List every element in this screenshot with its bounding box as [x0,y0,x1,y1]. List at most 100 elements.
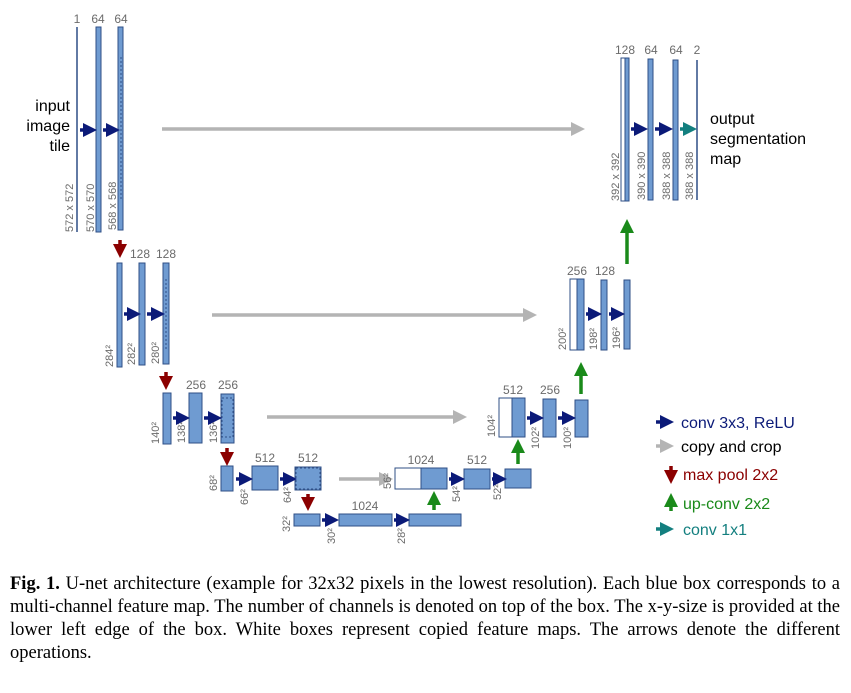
legend-conv1x1-label: conv 1x1 [683,522,747,539]
channel-label: 64 [644,43,658,57]
size-label: 68² [208,475,220,491]
feature-map-box [293,513,321,527]
feature-map-box [138,262,146,366]
feature-map-box [188,392,203,444]
channel-label: 256 [567,264,587,278]
channel-label: 128 [156,247,176,261]
size-label: 570 x 570 [85,184,97,232]
feature-map-box [624,57,630,202]
encoder-level-2: 128 128 284² 282² 280² [104,247,537,390]
channel-label: 64 [91,12,105,26]
size-label: 568 x 568 [107,182,119,230]
decoder-level-1: 128 64 64 2 392 x 392 390 x 390 388 x 38… [610,43,806,202]
channel-label: 2 [694,43,701,57]
size-label: 64² [282,487,294,503]
crop-region [295,467,321,490]
channel-label: 1 [74,12,81,26]
unet-diagram: 1 64 64 572 x 572 570 x 570 568 x 568 in… [26,12,806,544]
channel-label: 64 [669,43,683,57]
feature-map-box [576,278,585,351]
feature-map-box [220,465,234,492]
size-label: 388 x 388 [661,152,673,200]
size-label: 392 x 392 [610,153,622,201]
size-label: 66² [239,489,251,505]
size-label: 280² [150,342,162,364]
encoder-level-1: 1 64 64 572 x 572 570 x 570 568 x 568 in… [26,12,585,258]
size-label: 282² [126,343,138,365]
channel-label: 512 [255,451,275,465]
channel-label: 256 [218,378,238,392]
channel-label: 1024 [352,499,379,513]
feature-map-box [162,392,172,445]
size-label: 138² [176,421,188,443]
channel-label: 256 [186,378,206,392]
feature-map-box [463,468,491,490]
decoder-level-3: 512 256 104² 102² 100² [486,362,589,449]
feature-map-box [511,397,526,438]
feature-map-box [220,393,235,444]
output-label: output [710,111,755,128]
feature-map-box [116,262,123,368]
caption-text: U-net architecture (example for 32x32 pi… [10,574,841,663]
feature-map-box [574,399,589,438]
copied-feature-map-box [569,278,578,351]
size-label: 284² [104,345,116,367]
feature-map-box [338,513,393,527]
size-label: 572 x 572 [64,184,76,232]
size-label: 140² [150,422,162,444]
channel-label: 512 [503,383,523,397]
size-label: 200² [557,328,569,350]
size-label: 52² [492,484,504,500]
channel-label: 128 [130,247,150,261]
channel-label: 512 [298,451,318,465]
size-label: 388 x 388 [684,152,696,200]
size-label: 198² [588,328,600,350]
size-label: 56² [382,473,394,489]
size-label: 136² [208,421,220,443]
decoder-level-2: 256 128 200² 198² 196² [557,219,634,351]
channel-label: 1024 [408,453,435,467]
size-label: 100² [562,427,574,449]
legend-copy-label: copy and crop [681,439,782,456]
channel-label: 128 [615,43,635,57]
feature-map-box [600,279,608,351]
channel-label: 64 [114,12,128,26]
feature-map-box [408,513,462,527]
size-label: 30² [326,528,338,544]
input-label: image [26,118,70,135]
input-label: tile [50,138,71,155]
legend-upconv-label: up-conv 2x2 [683,496,770,513]
feature-map-box [623,279,631,350]
bottleneck-level: 1024 32² 30² 28² [281,491,462,544]
feature-map-box [251,465,279,491]
output-label: segmentation [710,131,806,148]
size-label: 32² [281,516,293,532]
feature-map-box [504,468,532,489]
encoder-level-3: 256 256 140² 138² 136² [150,378,467,466]
channel-label: 128 [595,264,615,278]
copied-feature-map-box [498,397,513,438]
size-label: 28² [396,528,408,544]
legend-conv-label: conv 3x3, ReLU [681,415,795,432]
feature-map-box [672,59,679,201]
legend: conv 3x3, ReLU copy and crop max pool 2x… [656,415,795,539]
size-label: 102² [530,427,542,449]
legend-pool-label: max pool 2x2 [683,467,778,484]
decoder-level-4: 1024 512 56² 54² 52² [382,439,532,502]
feature-map-box [420,467,448,490]
figure-caption: Fig. 1. U-net architecture (example for … [10,573,840,665]
size-label: 390 x 390 [636,152,648,200]
caption-label: Fig. 1. [10,574,60,594]
feature-map-box [294,466,322,491]
size-label: 196² [611,327,623,349]
feature-map-box [542,398,557,438]
channel-label: 512 [467,453,487,467]
channel-label: 256 [540,383,560,397]
output-label: map [710,151,741,168]
crop-region [221,397,234,438]
size-label: 104² [486,415,498,437]
copied-feature-map-box [394,467,422,490]
encoder-level-4: 512 512 68² 66² 64² [208,451,393,511]
input-label: input [35,98,70,115]
feature-map-box [647,58,654,201]
